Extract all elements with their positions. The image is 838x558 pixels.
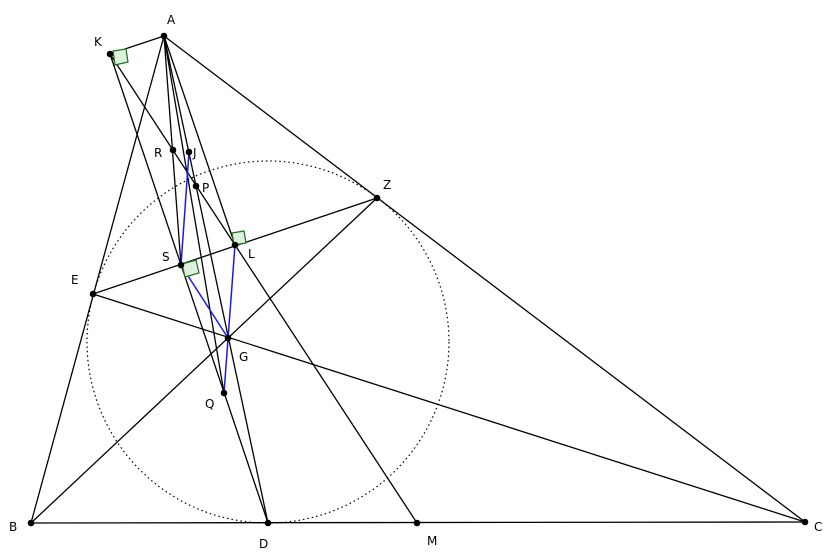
segment-sg [180, 264, 229, 339]
label-j: J [192, 146, 197, 160]
incircle [86, 160, 450, 524]
point-z [373, 194, 381, 202]
label-c: C [814, 520, 822, 534]
right-angle-mark-k [112, 48, 129, 66]
segment-sj [180, 151, 190, 266]
segment-lq [223, 244, 236, 394]
right-angle-mark-s [181, 259, 200, 278]
point-s [177, 261, 185, 269]
point-q [220, 389, 228, 397]
label-g: G [239, 350, 248, 364]
segment-km [109, 53, 418, 524]
segment-al [163, 35, 236, 246]
segment-kd [109, 53, 269, 524]
label-b: B [9, 520, 17, 534]
point-g [224, 334, 232, 342]
label-k: K [94, 35, 103, 49]
label-a: A [167, 13, 176, 27]
point-c [801, 518, 809, 526]
point-p [192, 182, 200, 190]
label-z: Z [383, 178, 391, 192]
point-b [27, 519, 35, 527]
point-a [160, 32, 168, 40]
segment-aq [163, 35, 225, 394]
point-r [169, 146, 177, 154]
segment-ec [92, 293, 806, 523]
point-k [106, 50, 114, 58]
point-d [264, 519, 272, 527]
segment-bz [30, 197, 378, 524]
label-s: S [162, 250, 170, 264]
label-m: M [427, 534, 437, 548]
point-e [89, 290, 97, 298]
side-ab [30, 35, 165, 524]
right-angle-mark-l [231, 230, 247, 246]
side-ac [163, 35, 806, 523]
label-r: R [154, 146, 162, 160]
point-m [413, 519, 421, 527]
label-q: Q [205, 397, 214, 411]
label-l: L [248, 247, 255, 261]
label-d: D [259, 537, 268, 551]
label-e: E [71, 273, 79, 287]
point-j [185, 148, 193, 156]
segment-ad [163, 35, 269, 524]
point-l [231, 241, 239, 249]
label-p: P [202, 181, 209, 195]
